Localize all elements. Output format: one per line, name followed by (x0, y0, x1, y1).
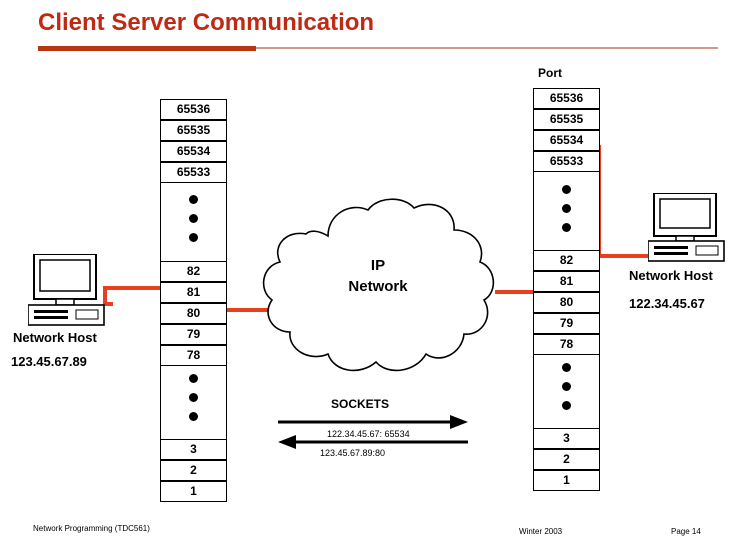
left-stack-dots-upper (189, 195, 198, 252)
left-stack-cell-65536: 65536 (160, 99, 227, 120)
dot (562, 185, 571, 194)
right-stack-cell-80: 80 (533, 292, 600, 313)
right-stack-cell-65535: 65535 (533, 109, 600, 130)
dot (189, 412, 198, 421)
port-label: Port (538, 66, 562, 80)
title-rule-light (256, 47, 718, 49)
ip-network-cloud (262, 198, 495, 372)
left-stack-cell-82: 82 (160, 261, 227, 282)
left-host-label: Network Host (13, 330, 97, 345)
right-stack-cell-3: 3 (533, 428, 600, 449)
left-stack-cell-81: 81 (160, 282, 227, 303)
sockets-arrow-left-label: 123.45.67.89:80 (320, 448, 386, 458)
footer-center: Winter 2003 (519, 527, 563, 536)
left-stack-cell-78: 78 (160, 345, 227, 366)
link-left-horizontal-1 (103, 286, 160, 290)
dot (189, 195, 198, 204)
link-right-horizontal-bottom (597, 254, 652, 258)
right-stack-cell-82: 82 (533, 250, 600, 271)
right-host-address: 122.34.45.67 (629, 296, 705, 311)
cloud-label: IP Network (313, 255, 443, 297)
link-cloud-left (227, 308, 275, 312)
dot (562, 382, 571, 391)
right-stack-cell-65536: 65536 (533, 88, 600, 109)
dot (562, 223, 571, 232)
right-stack-cell-1: 1 (533, 470, 600, 491)
dot (189, 374, 198, 383)
right-stack-cell-65534: 65534 (533, 130, 600, 151)
right-stack-dots-upper (562, 185, 571, 242)
sockets-arrow-right-label: 122.34.45.67: 65534 (327, 429, 410, 439)
left-stack-cell-65534: 65534 (160, 141, 227, 162)
left-stack-cell-79: 79 (160, 324, 227, 345)
title-rule-dark (38, 46, 256, 51)
link-cloud-right (495, 290, 535, 294)
dot (189, 233, 198, 242)
left-stack-cell-1: 1 (160, 481, 227, 502)
left-stack-cell-2: 2 (160, 460, 227, 481)
left-stack-dots-lower (189, 374, 198, 431)
left-stack-cell-80: 80 (160, 303, 227, 324)
cloud-label-line2: Network (348, 278, 408, 295)
right-stack-cell-79: 79 (533, 313, 600, 334)
right-host-label: Network Host (629, 268, 713, 283)
left-stack-cell-65535: 65535 (160, 120, 227, 141)
right-stack-dots-lower (562, 363, 571, 420)
footer-left: Network Programming (TDC561) (33, 524, 150, 533)
right-stack-gap-lower (533, 355, 600, 428)
right-stack-cell-2: 2 (533, 449, 600, 470)
sockets-arrow-left (278, 435, 468, 449)
right-stack-cell-78: 78 (533, 334, 600, 355)
link-left-vertical (103, 286, 107, 306)
dot (562, 363, 571, 372)
page-title: Client Server Communication (38, 9, 375, 36)
dot (189, 393, 198, 402)
right-host-computer-icon (648, 193, 725, 262)
left-stack-cell-3: 3 (160, 439, 227, 460)
dot (562, 204, 571, 213)
footer-right: Page 14 (671, 527, 701, 536)
link-left-horizontal-2 (103, 302, 113, 306)
dot (189, 214, 198, 223)
left-stack-cell-65533: 65533 (160, 162, 227, 183)
dot (562, 401, 571, 410)
sockets-label: SOCKETS (331, 397, 390, 411)
sockets-arrow-right (278, 415, 468, 429)
right-stack-cell-81: 81 (533, 271, 600, 292)
left-host-address: 123.45.67.89 (11, 354, 87, 369)
left-host-computer-icon (28, 254, 105, 326)
cloud-label-line1: IP (370, 257, 386, 274)
right-stack-cell-65533: 65533 (533, 151, 600, 172)
